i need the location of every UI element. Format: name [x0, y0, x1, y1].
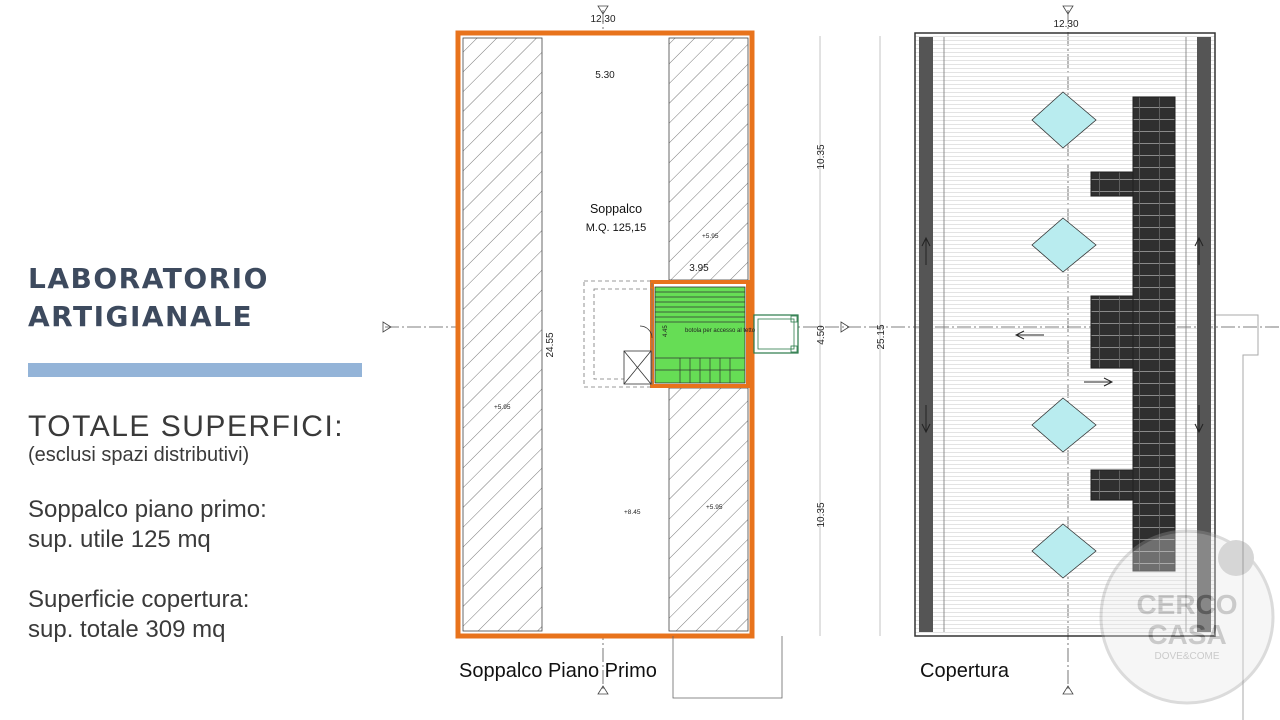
- level-b: +5.95: [494, 404, 511, 411]
- level-d: +8.45: [624, 509, 641, 516]
- section-marker-bottom: [597, 685, 609, 695]
- solar-panels: [1090, 96, 1176, 572]
- item2-value: sup. totale 309 mq: [28, 616, 226, 643]
- totals-heading: TOTALE SUPERFICI:: [28, 410, 345, 443]
- hatch-strip-right-top: [668, 37, 749, 281]
- item1-label: Soppalco piano primo:: [28, 496, 267, 523]
- roof-dim-length: 25.15: [876, 324, 887, 349]
- roof-plan: 12.30 25.15: [840, 5, 1259, 720]
- hatch-note: botola per accesso al tetto: [685, 328, 756, 334]
- item1-value: sup. utile 125 mq: [28, 526, 211, 553]
- roof-gutter-right: [1197, 37, 1211, 632]
- dim-stair: 3.95: [689, 263, 709, 274]
- room-area: M.Q. 125,15: [586, 222, 647, 234]
- level-a: +5.95: [702, 233, 719, 240]
- section-marker-top: [597, 5, 609, 15]
- dim-length: 24.55: [545, 332, 556, 357]
- mezzanine-plan: 12.30 5.30 Soppalco M.Q. 125,15 3.95 24.…: [382, 5, 1280, 699]
- title-line-2: ARTIGIANALE: [28, 300, 254, 333]
- stair-label: 4.45: [663, 325, 669, 337]
- hatch-strip-right-bottom: [668, 387, 749, 632]
- cercocasa-watermark: CERCO CASA DOVE&COME: [1099, 529, 1275, 705]
- room-name: Soppalco: [590, 202, 642, 216]
- dim-right-upper: 10.35: [816, 144, 827, 169]
- dim-right-mid: 4.50: [816, 325, 827, 345]
- stair-dashed-outline: [583, 280, 653, 388]
- watermark-circle: [1099, 529, 1275, 705]
- hatch-strip-left: [462, 37, 543, 632]
- skylights: [1031, 91, 1097, 579]
- watermark-line3: DOVE&COME: [1154, 651, 1219, 662]
- mezzanine-caption: Soppalco Piano Primo: [459, 660, 657, 682]
- dim-top: 12.30: [590, 14, 615, 25]
- watermark-dot: [1218, 540, 1254, 576]
- title-line-1: LABORATORIO: [28, 262, 269, 295]
- slope-arrows: [921, 236, 1204, 434]
- balcony: [753, 314, 799, 354]
- section-marker-left: [382, 321, 392, 333]
- watermark-line2: CASA: [1147, 619, 1226, 650]
- roof-caption: Copertura: [920, 660, 1009, 682]
- level-c: +5.95: [706, 504, 723, 511]
- watermark-line1: CERCO: [1136, 589, 1237, 620]
- door-swing: [639, 325, 653, 339]
- dim-right-lower: 10.35: [816, 502, 827, 527]
- roof-dim-top: 12.30: [1053, 19, 1078, 30]
- roof-gutter-left: [919, 37, 933, 632]
- totals-note: (esclusi spazi distributivi): [28, 444, 250, 466]
- item2-label: Superficie copertura:: [28, 586, 250, 613]
- dim-inner-width: 5.30: [595, 70, 615, 81]
- blue-divider: [28, 363, 362, 377]
